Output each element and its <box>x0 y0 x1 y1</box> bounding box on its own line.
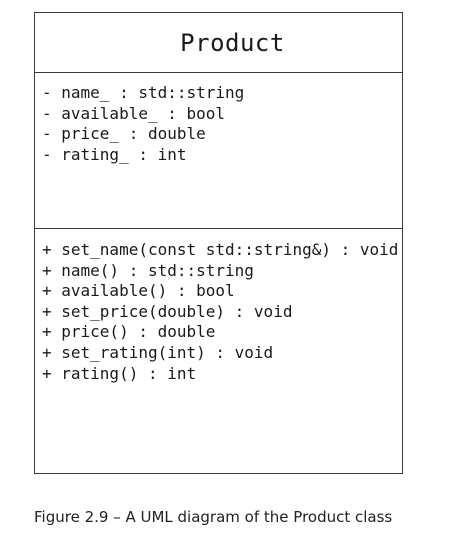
attribute-price: - price_ : double <box>42 124 206 144</box>
figure-caption: Figure 2.9 – A UML diagram of the Produc… <box>34 508 393 526</box>
operation-name: + name() : std::string <box>42 260 254 280</box>
operation-set-name: + set_name(const std::string&) : void <box>42 240 399 259</box>
operation-rating: + rating() : int <box>42 363 197 383</box>
attribute-name: - name_ : std::string <box>42 83 245 102</box>
operations-compartment: + set_name(const std::string&) : void + … <box>35 229 402 384</box>
class-name-compartment: Product <box>35 13 402 73</box>
operation-set-rating: + set_rating(int) : void <box>42 342 274 362</box>
uml-class-box: Product - name_ : std::string - availabl… <box>34 12 403 474</box>
operation-price: + price() : double <box>42 322 216 342</box>
operation-set-price: + set_price(double) : void <box>42 301 293 321</box>
class-name: Product <box>180 28 285 57</box>
operation-available: + available() : bool <box>42 281 235 301</box>
attribute-rating: - rating_ : int <box>42 144 187 164</box>
attributes-compartment: - name_ : std::string - available_ : boo… <box>35 73 402 229</box>
attribute-available: - available_ : bool <box>42 103 226 123</box>
